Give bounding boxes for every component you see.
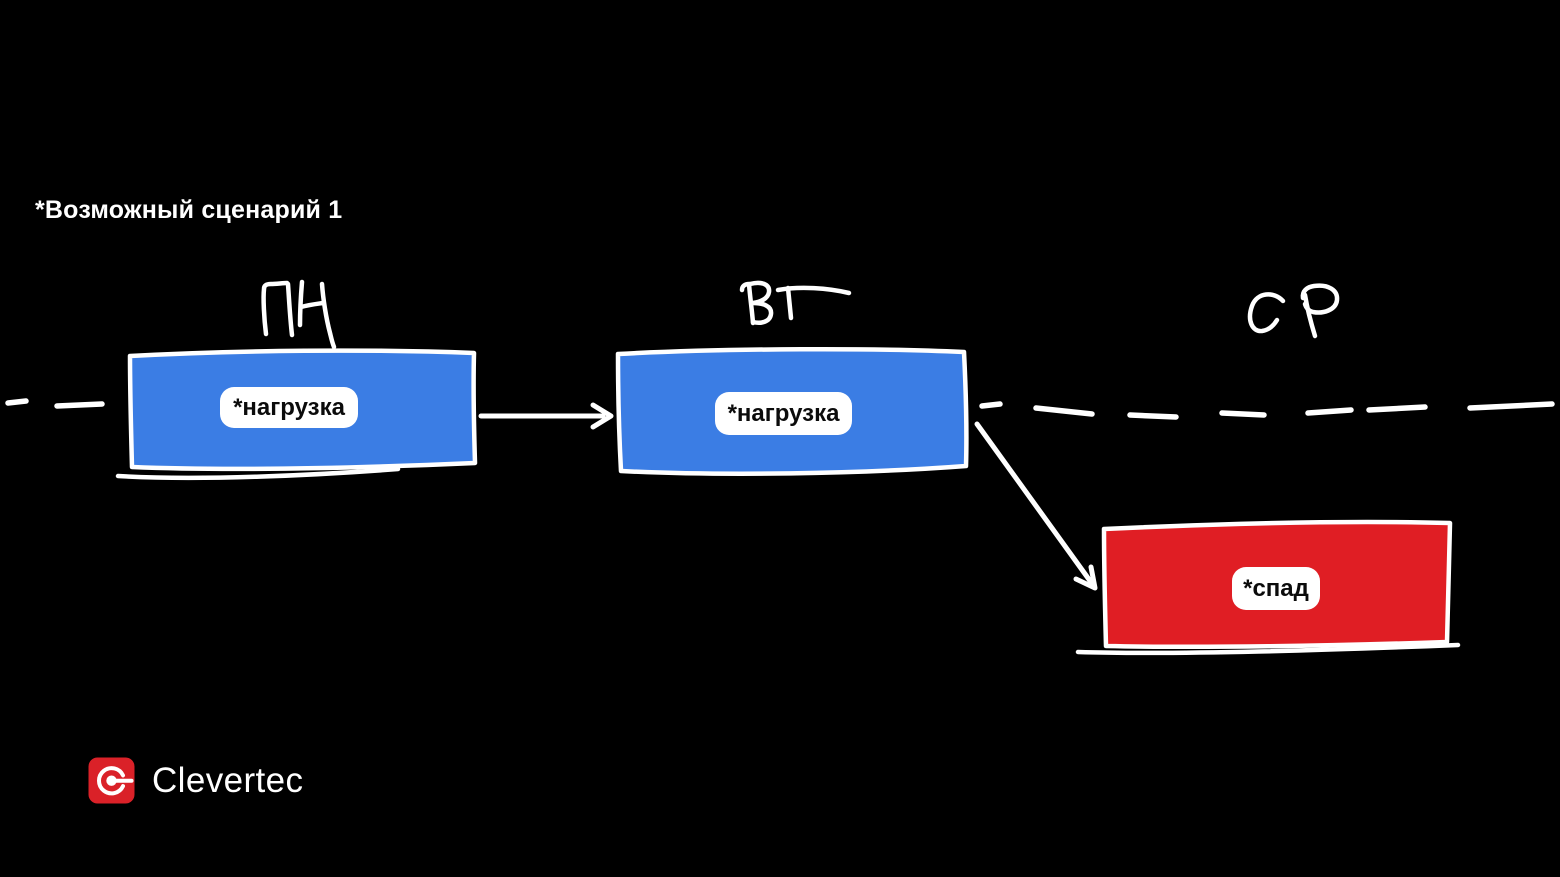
clevertec-logo-icon (88, 757, 135, 804)
clevertec-logo-c-arc (97, 766, 125, 796)
node-load-tue-label: *нагрузка (715, 392, 852, 435)
node-drop-wed-underline (1075, 642, 1461, 656)
arrow-mon-to-tue (478, 402, 614, 430)
day-label-wed-handwriting (1247, 283, 1340, 339)
day-label-tue-handwriting (739, 280, 852, 326)
timeline-dashed-line (5, 398, 1555, 420)
node-load-mon-label: *нагрузка (220, 387, 358, 428)
clevertec-logo-text: Clevertec (152, 760, 304, 800)
arrow-tue-to-drop (974, 421, 1098, 591)
slide-title: *Возможный сценарий 1 (35, 196, 343, 224)
clevertec-logo: Clevertec (88, 757, 303, 804)
day-label-mon-handwriting (261, 279, 337, 350)
node-load-mon-underline (115, 466, 401, 481)
node-drop-wed-label: *спад (1232, 567, 1320, 610)
